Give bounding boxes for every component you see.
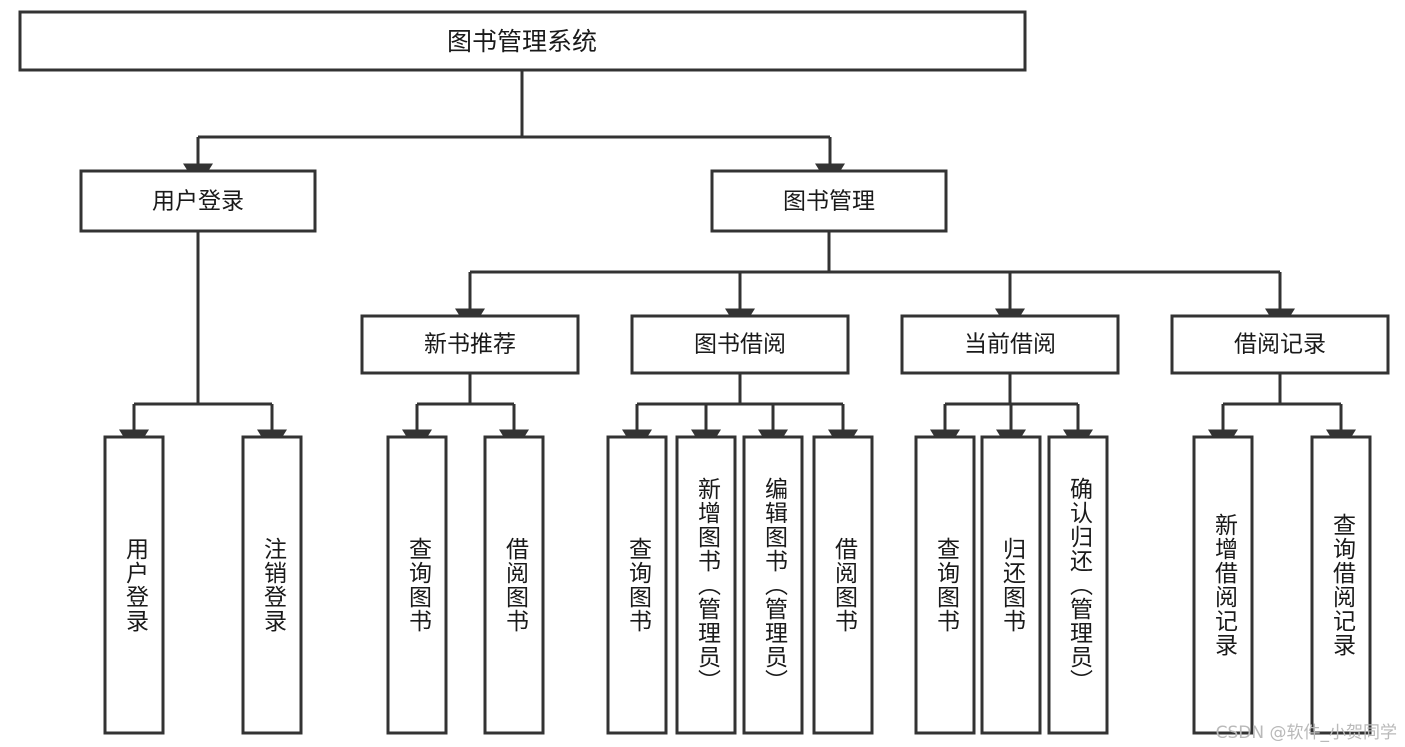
node-root[interactable]: 图书管理系统 xyxy=(18,10,1027,72)
node-new-book-recommend[interactable]: 新书推荐 xyxy=(360,314,580,375)
node-root-label: 图书管理系统 xyxy=(447,27,597,56)
node-user-login-label: 用户登录 xyxy=(152,189,244,215)
connector-group xyxy=(119,70,1356,454)
node-current-borrow-label: 当前借阅 xyxy=(964,332,1056,358)
node-new-book-recommend-box[interactable] xyxy=(360,314,580,375)
csdn-watermark: CSDN @软件_小贺同学 xyxy=(1215,723,1397,743)
node-leaf-query-book-3[interactable]: 查询图书 xyxy=(914,435,976,735)
node-leaf-add-record-box[interactable] xyxy=(1192,435,1254,735)
node-leaf-query-book-2-label: 查询图书 xyxy=(625,537,653,633)
node-book-borrow[interactable]: 图书借阅 xyxy=(630,314,850,375)
node-leaf-query-record-label: 查询借阅记录 xyxy=(1329,513,1357,657)
node-leaf-add-record[interactable]: 新增借阅记录 xyxy=(1192,435,1254,735)
node-leaf-borrow-book-1-label: 借阅图书 xyxy=(502,537,530,633)
node-leaf-return-book-label: 归还图书 xyxy=(999,537,1027,633)
node-leaf-user-login-label: 用户登录 xyxy=(122,537,150,633)
node-leaf-borrow-book-1-box[interactable] xyxy=(483,435,545,735)
node-leaf-edit-book[interactable]: 编辑图书（管理员） xyxy=(742,435,804,735)
node-current-borrow[interactable]: 当前借阅 xyxy=(900,314,1120,375)
node-leaf-confirm-return-label: 确认归还（管理员） xyxy=(1066,477,1094,693)
node-book-manage[interactable]: 图书管理 xyxy=(710,169,948,233)
node-leaf-borrow-book-2[interactable]: 借阅图书 xyxy=(812,435,874,735)
node-borrow-record-box[interactable] xyxy=(1170,314,1390,375)
node-leaf-query-book-1[interactable]: 查询图书 xyxy=(386,435,448,735)
node-leaf-query-book-1-box[interactable] xyxy=(386,435,448,735)
node-leaf-add-book-box[interactable] xyxy=(675,435,737,735)
node-leaf-query-record[interactable]: 查询借阅记录 xyxy=(1310,435,1372,735)
node-user-login-box[interactable] xyxy=(79,169,317,233)
node-leaf-user-login-box[interactable] xyxy=(103,435,165,735)
node-borrow-record[interactable]: 借阅记录 xyxy=(1170,314,1390,375)
node-root-box[interactable] xyxy=(18,10,1027,72)
node-book-borrow-box[interactable] xyxy=(630,314,850,375)
node-leaf-user-logout[interactable]: 注销登录 xyxy=(241,435,303,735)
node-leaf-query-book-2[interactable]: 查询图书 xyxy=(606,435,668,735)
node-book-manage-label: 图书管理 xyxy=(783,189,875,215)
node-borrow-record-label: 借阅记录 xyxy=(1234,332,1326,358)
node-leaf-confirm-return-box[interactable] xyxy=(1047,435,1109,735)
node-leaf-query-book-1-label: 查询图书 xyxy=(405,537,433,633)
node-leaf-user-login[interactable]: 用户登录 xyxy=(103,435,165,735)
node-leaf-add-book[interactable]: 新增图书（管理员） xyxy=(675,435,737,735)
node-leaf-user-logout-label: 注销登录 xyxy=(260,537,288,633)
node-leaf-return-book-box[interactable] xyxy=(980,435,1042,735)
node-leaf-borrow-book-2-box[interactable] xyxy=(812,435,874,735)
node-leaf-query-book-3-label: 查询图书 xyxy=(933,537,961,633)
node-leaf-user-logout-box[interactable] xyxy=(241,435,303,735)
node-leaf-query-record-box[interactable] xyxy=(1310,435,1372,735)
node-leaf-query-book-2-box[interactable] xyxy=(606,435,668,735)
node-user-login[interactable]: 用户登录 xyxy=(79,169,317,233)
node-current-borrow-box[interactable] xyxy=(900,314,1120,375)
node-leaf-confirm-return[interactable]: 确认归还（管理员） xyxy=(1047,435,1109,735)
node-leaf-borrow-book-2-label: 借阅图书 xyxy=(831,537,859,633)
node-book-manage-box[interactable] xyxy=(710,169,948,233)
node-new-book-recommend-label: 新书推荐 xyxy=(424,332,516,358)
node-leaf-add-record-label: 新增借阅记录 xyxy=(1211,513,1239,657)
node-leaf-edit-book-label: 编辑图书（管理员） xyxy=(761,477,789,693)
node-leaf-return-book[interactable]: 归还图书 xyxy=(980,435,1042,735)
node-leaf-query-book-3-box[interactable] xyxy=(914,435,976,735)
node-leaf-edit-book-box[interactable] xyxy=(742,435,804,735)
node-leaf-add-book-label: 新增图书（管理员） xyxy=(694,477,722,693)
node-leaf-borrow-book-1[interactable]: 借阅图书 xyxy=(483,435,545,735)
node-book-borrow-label: 图书借阅 xyxy=(694,332,786,358)
